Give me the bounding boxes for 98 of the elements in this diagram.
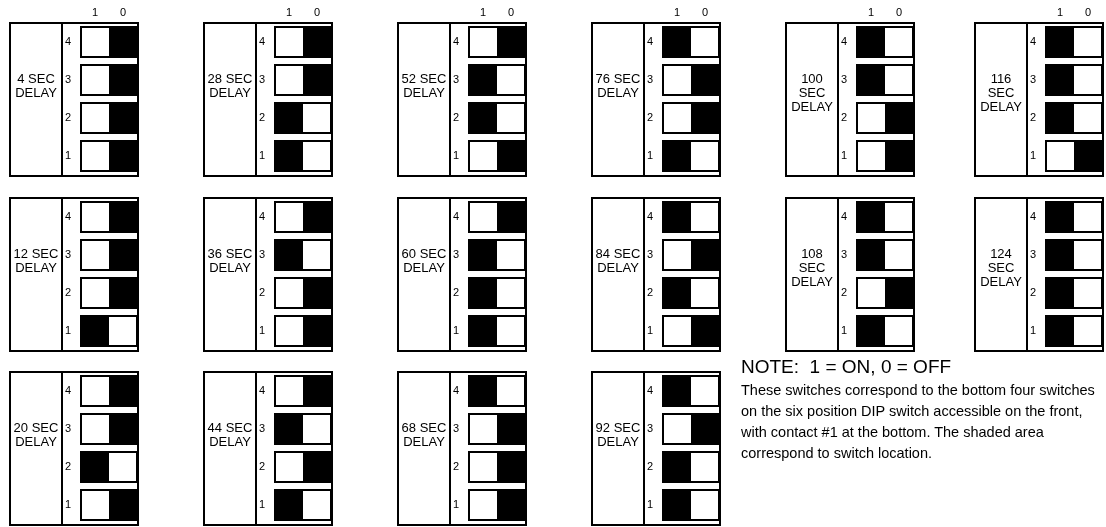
switch-number: 4: [65, 384, 72, 396]
delay-label: 116 SEC DELAY: [979, 71, 1023, 114]
dip-switch-panel: [203, 371, 333, 526]
dip-switch-panel: [591, 197, 721, 352]
switch-number: 1: [453, 324, 460, 336]
switch-number: 2: [453, 286, 460, 298]
dip-switch-panel: [591, 371, 721, 526]
switch-number: 2: [841, 111, 848, 123]
switch-number: 1: [453, 149, 460, 161]
delay-label: 76 SEC DELAY: [594, 71, 642, 100]
switch-number: 2: [1030, 111, 1037, 123]
switch-number: 3: [259, 422, 266, 434]
switch-number: 3: [65, 422, 72, 434]
switch-number: 3: [841, 73, 848, 85]
switch-number: 2: [65, 111, 72, 123]
switch-number: 4: [647, 210, 654, 222]
delay-label: 12 SEC DELAY: [12, 246, 60, 275]
switch-number: 1: [259, 324, 266, 336]
switch-number: 4: [453, 384, 460, 396]
switch-number: 4: [841, 210, 848, 222]
switch-number: 3: [65, 248, 72, 260]
switch-number: 4: [1030, 35, 1037, 47]
delay-label: 60 SEC DELAY: [400, 246, 448, 275]
switch-number: 1: [1030, 324, 1037, 336]
switch-number: 2: [259, 460, 266, 472]
delay-label: 4 SEC DELAY: [14, 71, 58, 100]
switch-number: 2: [1030, 286, 1037, 298]
switch-number: 4: [65, 35, 72, 47]
switch-number: 2: [65, 286, 72, 298]
switch-number: 1: [65, 324, 72, 336]
switch-number: 2: [841, 286, 848, 298]
dip-switch-panel: [785, 22, 915, 177]
delay-label: 52 SEC DELAY: [400, 71, 448, 100]
switch-number: 2: [453, 111, 460, 123]
switch-number: 4: [259, 35, 266, 47]
switch-number: 4: [647, 384, 654, 396]
switch-number: 3: [453, 73, 460, 85]
switch-number: 4: [259, 210, 266, 222]
switch-number: 3: [453, 248, 460, 260]
delay-label: 100 SEC DELAY: [790, 71, 834, 114]
switch-number: 1: [1030, 149, 1037, 161]
dip-switch-panel: [974, 197, 1104, 352]
dip-switch-panel: [397, 371, 527, 526]
dip-switch-panel: [203, 22, 333, 177]
delay-label: 108 SEC DELAY: [790, 246, 834, 289]
switch-number: 4: [65, 210, 72, 222]
switch-number: 1: [65, 149, 72, 161]
switch-number: 1: [841, 324, 848, 336]
switch-number: 4: [1030, 210, 1037, 222]
delay-label: 84 SEC DELAY: [594, 246, 642, 275]
delay-label: 20 SEC DELAY: [12, 420, 60, 449]
dip-switch-panel: [397, 22, 527, 177]
switch-number: 3: [647, 248, 654, 260]
dip-switch-panel: [9, 371, 139, 526]
switch-number: 1: [647, 324, 654, 336]
dip-switch-panel: [203, 197, 333, 352]
switch-number: 1: [453, 498, 460, 510]
switch-number: 3: [1030, 248, 1037, 260]
switch-number: 2: [259, 286, 266, 298]
switch-number: 3: [259, 248, 266, 260]
switch-number: 1: [647, 149, 654, 161]
delay-label: 92 SEC DELAY: [594, 420, 642, 449]
switch-number: 3: [453, 422, 460, 434]
dip-switch-panel: [591, 22, 721, 177]
delay-label: 124 SEC DELAY: [979, 246, 1023, 289]
switch-number: 2: [647, 460, 654, 472]
switch-number: 4: [259, 384, 266, 396]
switch-number: 1: [259, 498, 266, 510]
switch-number: 1: [841, 149, 848, 161]
switch-number: 1: [259, 149, 266, 161]
switch-number: 2: [259, 111, 266, 123]
switch-number: 2: [65, 460, 72, 472]
delay-label: 68 SEC DELAY: [400, 420, 448, 449]
switch-number: 1: [647, 498, 654, 510]
switch-number: 3: [841, 248, 848, 260]
switch-number: 4: [841, 35, 848, 47]
delay-label: 44 SEC DELAY: [206, 420, 254, 449]
switch-number: 2: [453, 460, 460, 472]
switch-number: 3: [647, 422, 654, 434]
note-text: These switches correspond to the bottom four switches on the six position DIP switch accessible on the front, with contact #1 at the bottom. The shaded area correspond to switch location.: [741, 381, 1096, 463]
delay-label: 28 SEC DELAY: [206, 71, 254, 100]
switch-number: 4: [647, 35, 654, 47]
dip-switch-panel: [9, 197, 139, 352]
switch-number: 4: [453, 210, 460, 222]
switch-number: 2: [647, 286, 654, 298]
switch-number: 3: [65, 73, 72, 85]
delay-label: 36 SEC DELAY: [206, 246, 254, 275]
switch-number: 3: [647, 73, 654, 85]
note-heading: NOTE: 1 = ON, 0 = OFF: [741, 356, 952, 378]
switch-number: 1: [65, 498, 72, 510]
switch-number: 4: [453, 35, 460, 47]
dip-switch-panel: [974, 22, 1104, 177]
switch-number: 3: [259, 73, 266, 85]
dip-switch-panel: [785, 197, 915, 352]
switch-number: 2: [647, 111, 654, 123]
switch-number: 3: [1030, 73, 1037, 85]
dip-switch-panel: [9, 22, 139, 177]
dip-switch-panel: [397, 197, 527, 352]
